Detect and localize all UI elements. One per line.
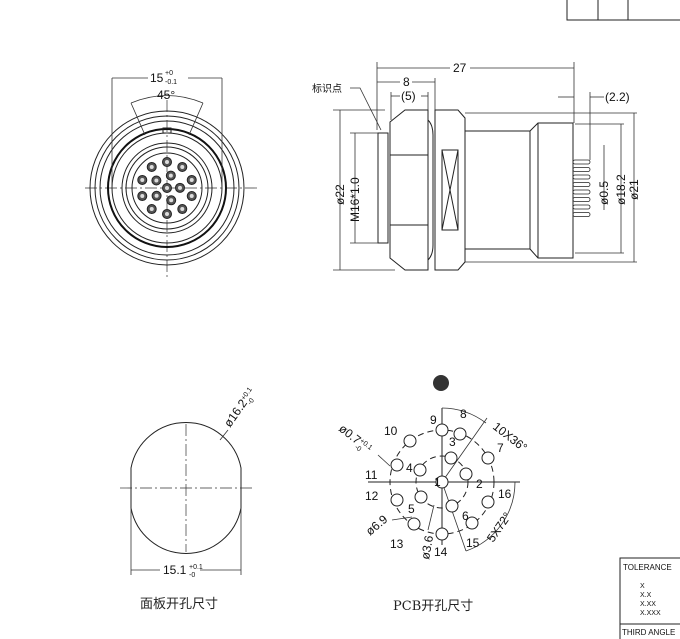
contact-pin-center — [165, 186, 169, 190]
pcb-hole — [390, 493, 404, 507]
contact-pin-center — [140, 177, 145, 182]
contact-pin-center — [168, 173, 173, 178]
orientation-mark — [433, 375, 449, 391]
front-width-tol-upper: +0 — [165, 70, 173, 77]
pin-number: 12 — [365, 489, 379, 503]
contact-pin-center — [154, 178, 159, 183]
pcb-layout-caption: PCB开孔尺寸 — [393, 599, 473, 614]
length-front-dim: 8 — [403, 75, 410, 89]
contact-pin-center — [169, 198, 174, 203]
pcb-hole — [453, 427, 467, 441]
pcb-hole — [445, 499, 459, 513]
hole-dia-dim: ø0.7+0.1-0 — [334, 421, 374, 458]
front-angle-dim: 45° — [157, 88, 175, 102]
tolerance-row: X — [640, 583, 645, 590]
rear-pin — [572, 204, 591, 210]
panel-cutout-view: 15.1 +0.1 -0 ø16.2+0.1-0 面板开孔尺寸 — [120, 385, 261, 612]
projection-label: THIRD ANGLE — [622, 628, 675, 637]
front-pin-array — [137, 157, 197, 219]
outer-circle-dia-dim: ø6.9 — [363, 512, 391, 538]
pcb-hole — [465, 516, 479, 530]
contact-pin-center — [149, 164, 154, 169]
flat-tol-lower: -0 — [189, 572, 195, 579]
contact-pin-center — [165, 160, 169, 164]
pcb-hole — [390, 458, 404, 472]
title-block-bottom: TOLERANCE X X.X X.XX X.XXX THIRD ANGLE — [619, 557, 680, 639]
pcb-hole — [403, 434, 417, 448]
pin-number: 9 — [430, 413, 437, 427]
front-view: 15 +0 -0.1 45° — [85, 70, 260, 278]
pin-number: 8 — [460, 407, 467, 421]
rear-pin — [572, 167, 591, 172]
marker-label: 标识点 — [312, 83, 342, 95]
pin-dia-dim: ø0.5 — [597, 181, 611, 205]
tolerance-row: X.X — [640, 592, 652, 599]
pin-number: 13 — [390, 537, 404, 551]
flat-tol-upper: +0.1 — [189, 564, 203, 571]
pin-number: 15 — [466, 536, 480, 550]
flat-dim: 15.1 — [163, 563, 187, 577]
pcb-hole — [481, 451, 495, 465]
pin-number: 11 — [365, 468, 378, 482]
cutout-dia-dim: ø16.2+0.1-0 — [221, 385, 261, 431]
contact-pin-center — [154, 193, 159, 198]
pcb-hole — [407, 517, 421, 531]
pcb-hole — [435, 423, 449, 437]
pcb-hole — [459, 467, 473, 481]
pin-number: 16 — [498, 487, 512, 501]
thread-dim: M16*1.0 — [348, 177, 362, 222]
title-block-top — [566, 0, 680, 21]
panel-cutout-caption: 面板开孔尺寸 — [140, 597, 218, 612]
rear-pins — [572, 159, 591, 217]
pcb-hole — [444, 451, 458, 465]
dia-outer-dim: ø22 — [333, 184, 347, 205]
length-thread-dim: (5) — [401, 89, 416, 103]
front-width-dim: 15 — [150, 71, 164, 85]
pin-number: 6 — [462, 509, 469, 523]
contact-pin-center — [140, 194, 145, 199]
pin-number: 10 — [384, 424, 398, 438]
dia-body-dim: ø21 — [627, 179, 641, 200]
rear-pin — [572, 189, 591, 195]
rear-pin — [572, 174, 591, 180]
inner-angle-dim: 5X72° — [484, 510, 514, 545]
pin-number: 2 — [476, 477, 483, 491]
rear-pin — [572, 182, 591, 187]
pcb-hole — [481, 495, 495, 509]
contact-pin-center — [180, 207, 185, 212]
rear-pin — [572, 159, 591, 165]
pcb-hole — [413, 463, 427, 477]
pcb-hole — [435, 527, 449, 541]
pin-number: 3 — [449, 435, 456, 449]
side-view: ø22 M16*1.0 27 8 (5) 标识点 (2.2) ø0.5 ø18.… — [312, 61, 641, 271]
rear-pin — [572, 212, 591, 217]
contact-pin-center — [189, 194, 194, 199]
rear-pin — [572, 197, 591, 202]
front-width-tol-lower: -0.1 — [165, 79, 177, 86]
pin-number: 5 — [408, 502, 415, 516]
length-total-dim: 27 — [453, 61, 467, 75]
pcb-hole — [435, 475, 449, 489]
tolerance-row: X.XX — [640, 601, 656, 608]
pcb-hole — [414, 490, 428, 504]
inner-circle-dia-dim: ø3.6 — [418, 534, 436, 560]
contact-pin-center — [180, 164, 185, 169]
tolerance-row: X.XXX — [640, 610, 661, 617]
contact-pin-center — [165, 212, 169, 216]
pin-number: 7 — [497, 441, 504, 455]
pin-number: 1 — [434, 475, 441, 489]
pin-number: 14 — [434, 545, 448, 559]
contact-pin-center — [149, 207, 154, 212]
contact-pin-center — [177, 185, 182, 190]
contact-pin-center — [189, 177, 194, 182]
dia-rear-dim: ø18.2 — [614, 174, 628, 205]
pin-protrusion-dim: (2.2) — [605, 90, 630, 104]
tolerance-label: TOLERANCE — [623, 563, 672, 572]
pin-number: 4 — [406, 461, 413, 475]
